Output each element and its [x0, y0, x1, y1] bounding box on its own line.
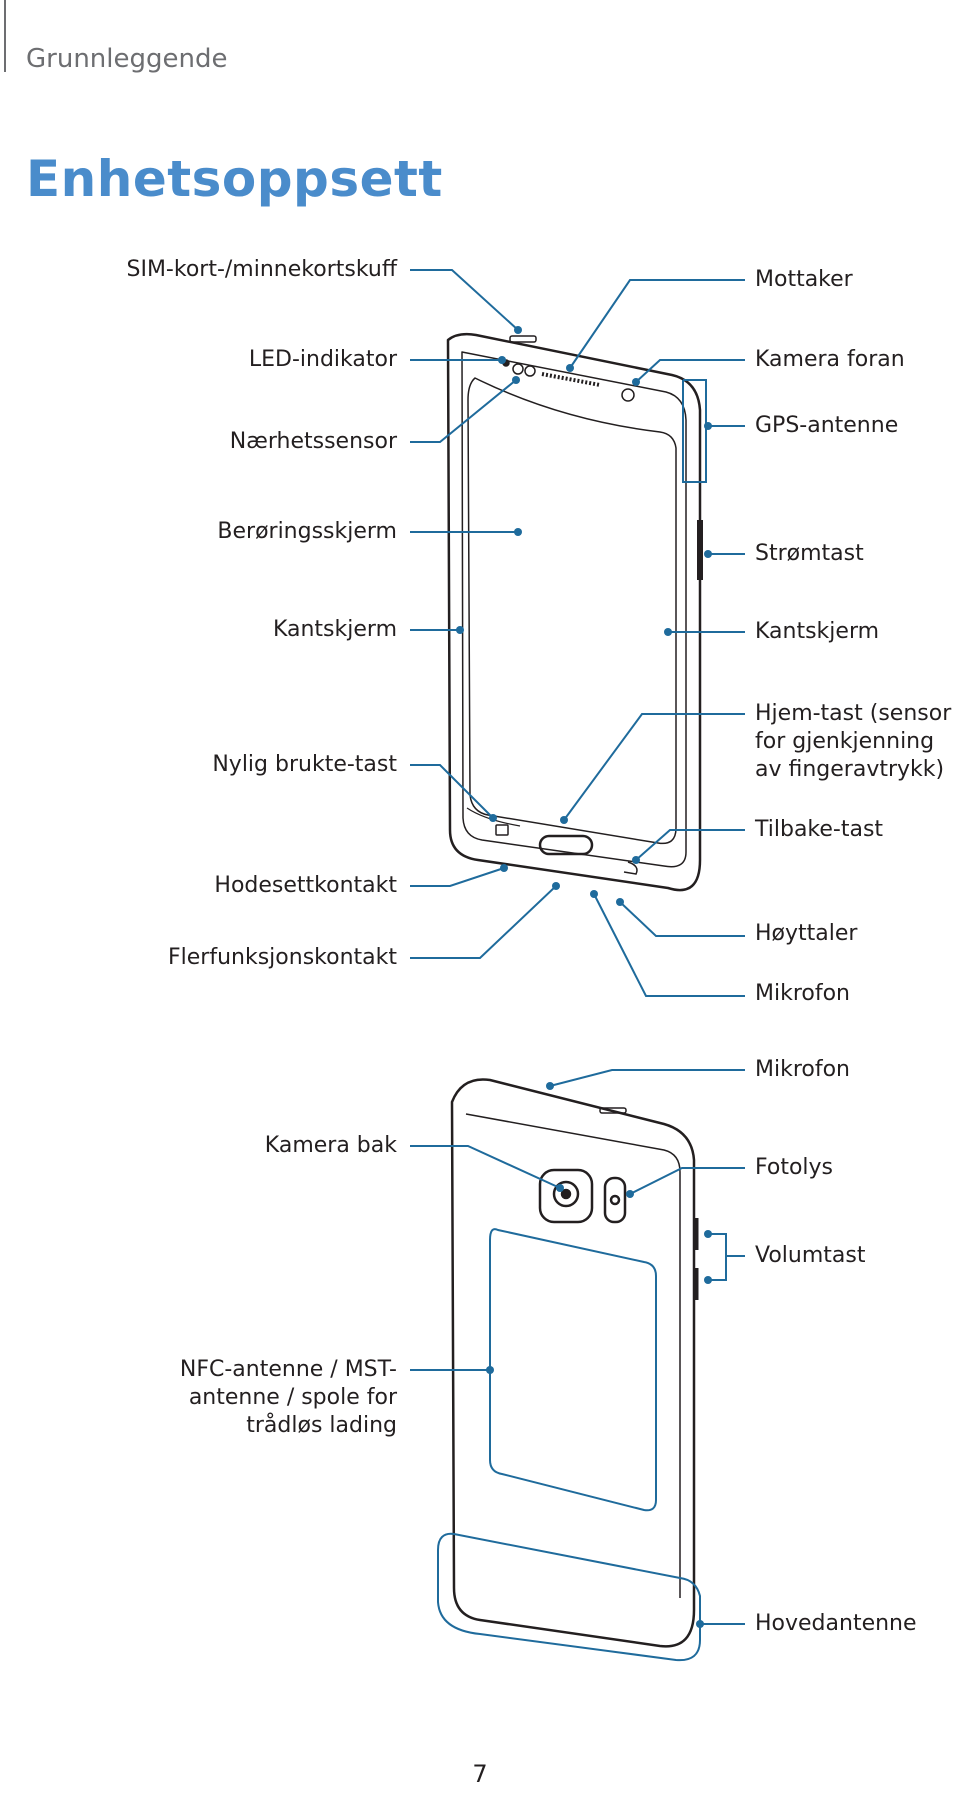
label-led-indicator: LED-indikator	[248, 347, 397, 372]
callout-lines	[410, 269, 745, 1625]
receiver-icon	[541, 372, 601, 387]
label-rear-camera: Kamera bak	[264, 1133, 397, 1158]
label-edge-screen-right: Kantskjerm	[755, 619, 880, 644]
phone-back	[450, 1078, 699, 1648]
label-receiver: Mottaker	[755, 267, 853, 292]
label-microphone-bottom: Mikrofon	[755, 981, 851, 1006]
label-main-antenna: Hovedantenne	[755, 1611, 917, 1636]
phone-front	[446, 332, 703, 892]
label-touchscreen: Berøringsskjerm	[217, 519, 397, 544]
page-title: Enhetsoppsett	[26, 150, 443, 208]
main-antenna-outline	[437, 1532, 701, 1662]
label-proximity-sensor: Nærhetssensor	[229, 429, 397, 454]
front-camera-icon	[621, 388, 635, 402]
home-key-icon	[538, 834, 594, 856]
header-rule	[4, 0, 6, 72]
label-multipurpose-jack: Flerfunksjonskontakt	[168, 945, 397, 970]
proximity-sensor-icon-2	[524, 365, 536, 377]
label-power-key: Strømtast	[755, 541, 864, 566]
label-edge-screen-left: Kantskjerm	[272, 617, 397, 642]
callout-dots	[456, 326, 712, 1628]
rear-camera-lens-icon	[552, 1180, 580, 1208]
label-gps-antenna: GPS-antenne	[755, 413, 899, 438]
recent-apps-icon	[495, 824, 509, 836]
sim-tray-icon	[509, 335, 537, 343]
proximity-sensor-icon	[512, 363, 524, 375]
label-front-camera: Kamera foran	[755, 347, 905, 372]
label-flash: Fotolys	[755, 1155, 834, 1180]
flash-icon	[603, 1176, 627, 1224]
label-speaker: Høyttaler	[755, 921, 858, 946]
label-nfc-antenna: NFC-antenne / MST-antenne / spole for tr…	[179, 1357, 397, 1438]
page-number: 7	[472, 1760, 488, 1788]
label-microphone-top: Mikrofon	[755, 1057, 851, 1082]
section-name: Grunnleggende	[26, 44, 228, 74]
label-volume-key: Volumtast	[755, 1243, 866, 1268]
rear-camera-frame-icon	[538, 1168, 594, 1224]
phone-front-details	[495, 335, 638, 875]
label-home-key: Hjem-tast (sensor for gjenkjenning av fi…	[755, 701, 952, 782]
nfc-coil	[489, 1228, 657, 1512]
label-sim-tray: SIM-kort-/minnekortskuff	[126, 257, 398, 282]
label-back-key: Tilbake-tast	[755, 817, 884, 842]
back-key-icon	[623, 861, 638, 875]
label-headset-jack: Hodesettkontakt	[214, 873, 397, 898]
label-recent-apps-key: Nylig brukte-tast	[212, 752, 397, 777]
